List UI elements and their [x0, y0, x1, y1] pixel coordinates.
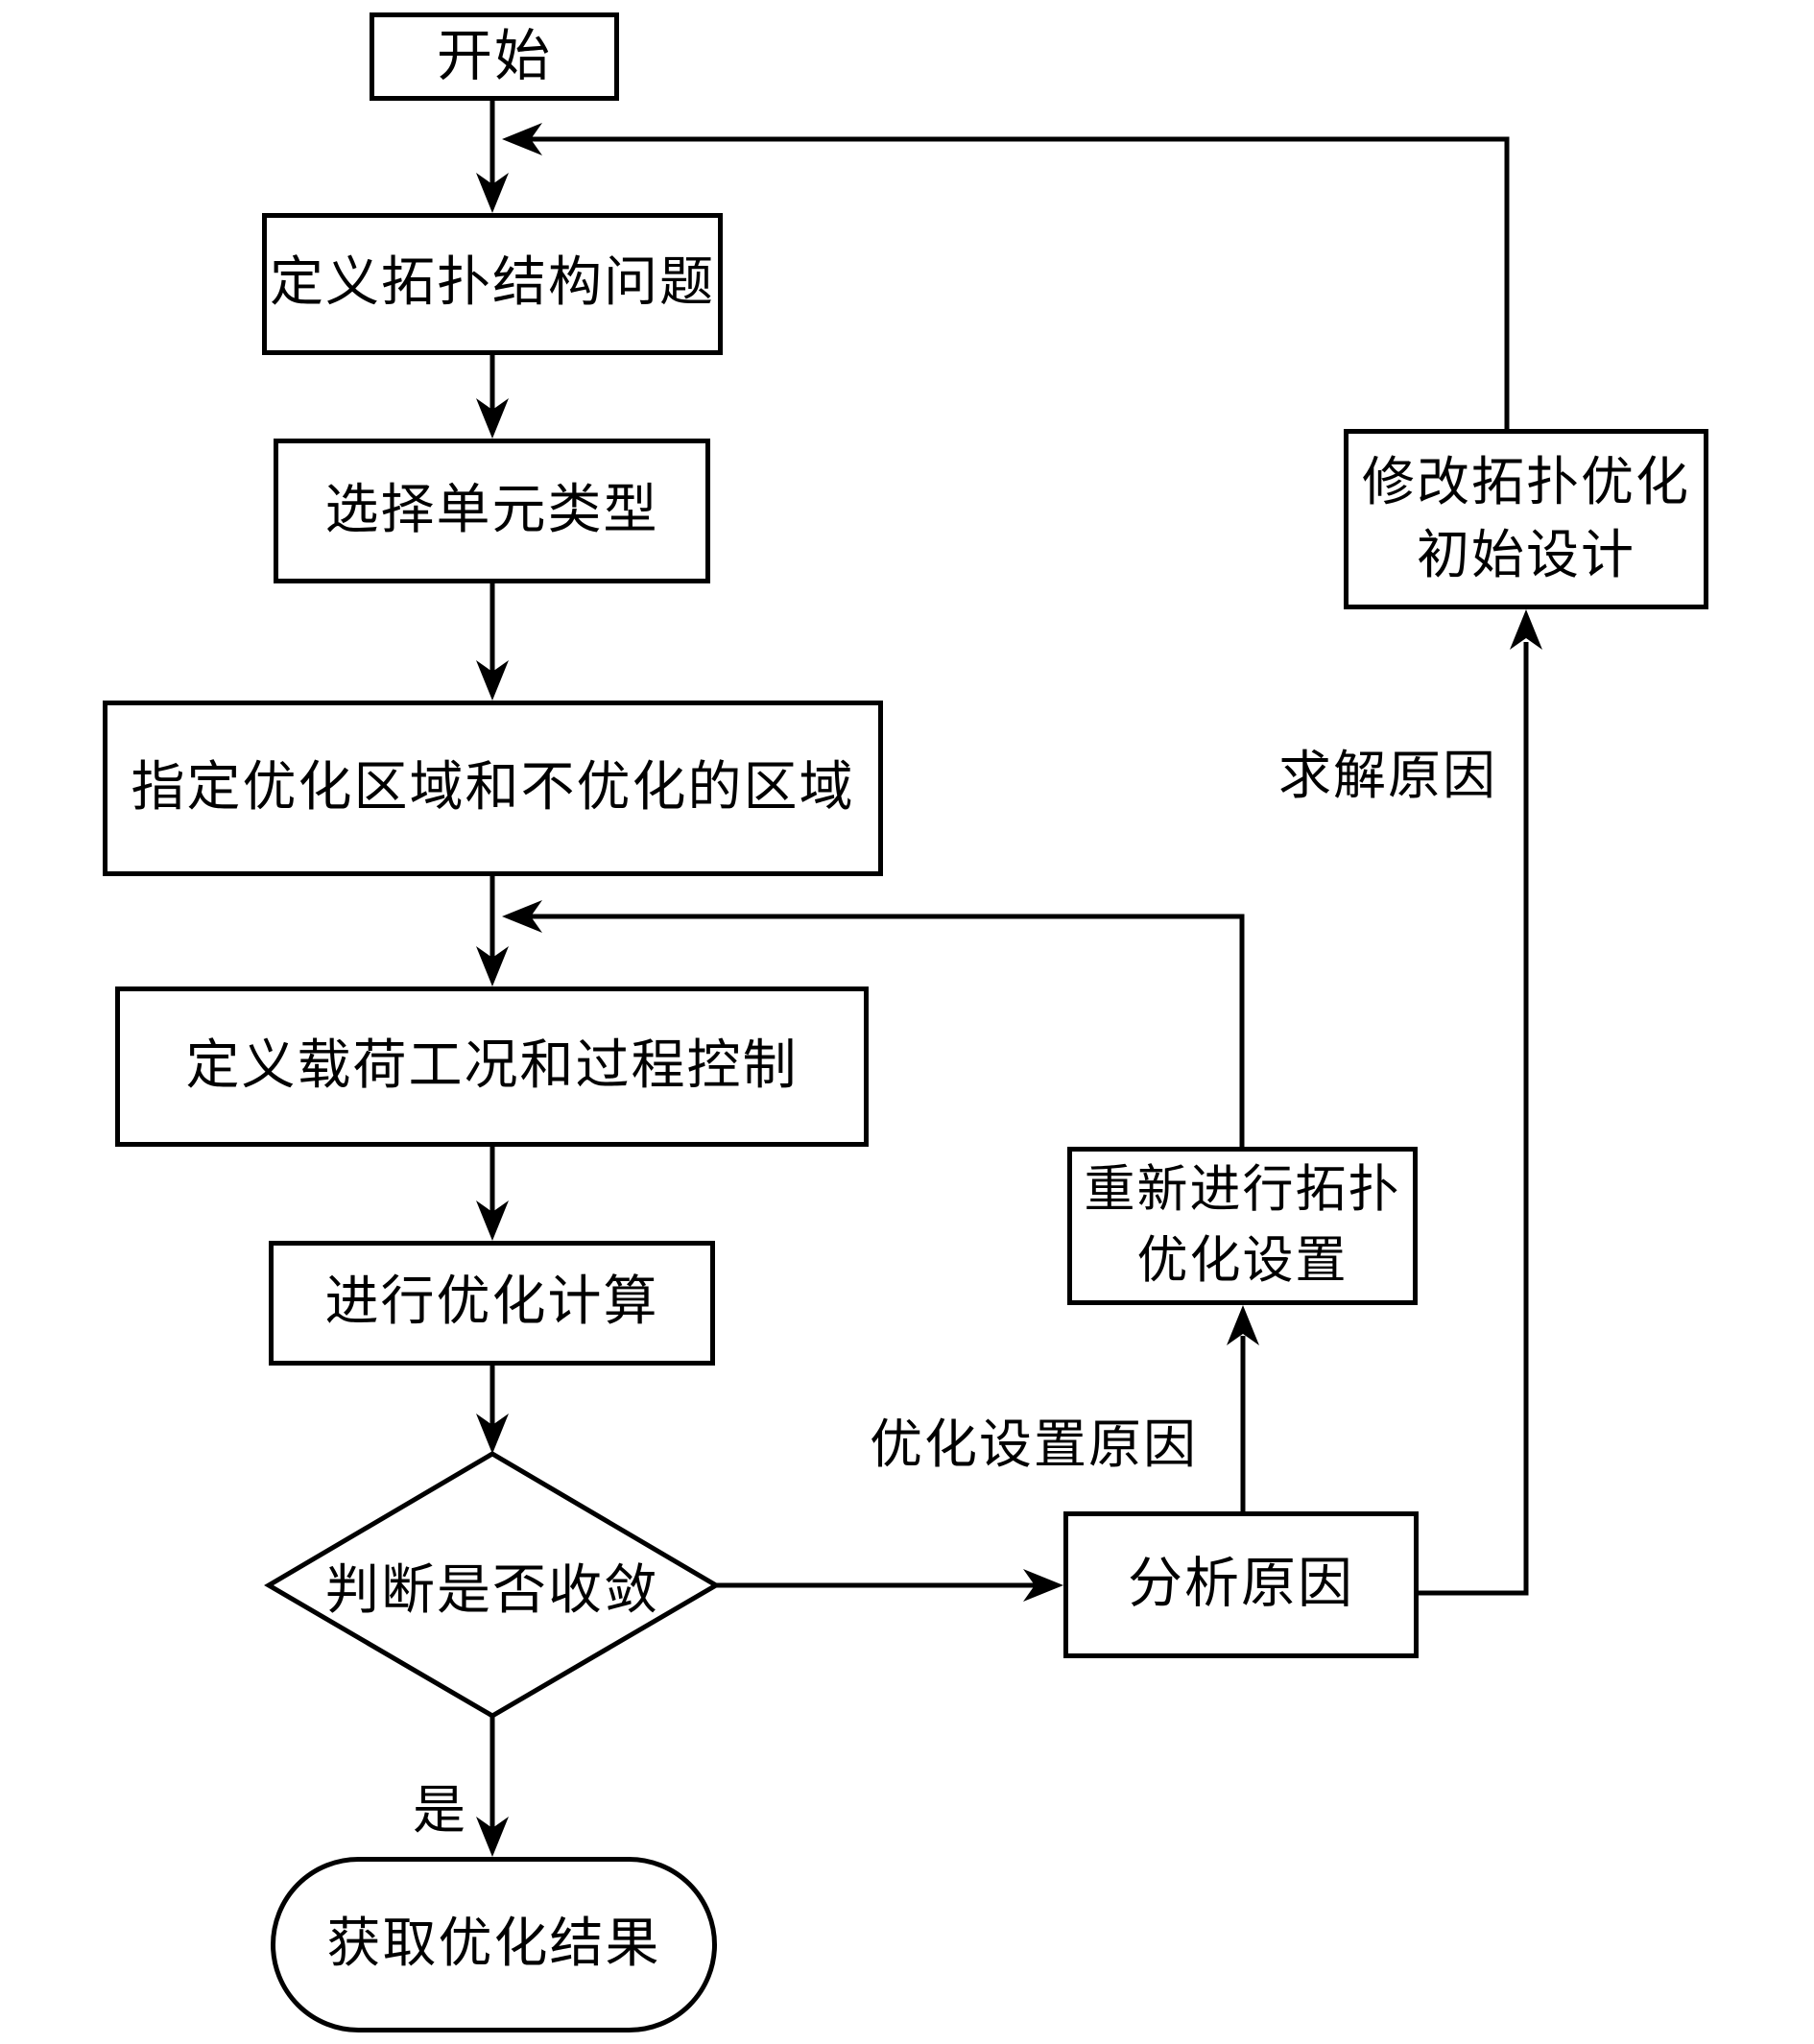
node-define-problem-label: 定义拓扑结构问题: [270, 253, 715, 314]
arrowheads: [476, 123, 1542, 1857]
decision-diamond-shape: [264, 1451, 721, 1719]
edge-analyze-modify: [1419, 642, 1529, 1596]
node-define-load-cases-label: 定义载荷工况和过程控制: [185, 1035, 799, 1096]
node-select-element-type: 选择单元类型: [274, 439, 710, 583]
node-select-element-type-label: 选择单元类型: [324, 480, 659, 540]
edge-label-yes: 是: [413, 1781, 468, 1840]
node-start-label: 开始: [436, 24, 552, 87]
node-specify-regions-label: 指定优化区域和不优化的区域: [131, 757, 855, 818]
node-convergence-check-label: 判断是否收敛: [325, 1560, 659, 1621]
node-run-optimization: 进行优化计算: [269, 1241, 715, 1366]
node-define-problem: 定义拓扑结构问题: [262, 213, 723, 355]
node-get-results-label: 获取优化结果: [326, 1913, 661, 1974]
node-analyze-cause-label: 分析原因: [1128, 1554, 1354, 1615]
node-modify-design: 修改拓扑优化 初始设计: [1344, 429, 1708, 609]
node-redo-settings: 重新进行拓扑 优化设置: [1067, 1147, 1418, 1305]
node-convergence-check: 判断是否收敛: [272, 1533, 713, 1637]
node-run-optimization-label: 进行优化计算: [324, 1272, 659, 1333]
node-modify-design-line1: 修改拓扑优化: [1361, 453, 1690, 512]
node-start: 开始: [370, 12, 619, 101]
node-redo-settings-line2: 优化设置: [1136, 1232, 1349, 1289]
node-get-results: 获取优化结果: [271, 1857, 717, 2032]
node-define-load-cases: 定义载荷工况和过程控制: [115, 986, 869, 1147]
node-specify-regions: 指定优化区域和不优化的区域: [103, 701, 883, 876]
edge-label-solver-cause: 求解原因: [1278, 747, 1498, 805]
node-analyze-cause: 分析原因: [1063, 1511, 1419, 1658]
edge-modify-feedback: [530, 136, 1510, 432]
node-modify-design-line2: 初始设计: [1416, 526, 1635, 584]
edge-redo-feedback: [530, 914, 1245, 1147]
node-redo-settings-line1: 重新进行拓扑: [1084, 1162, 1401, 1219]
edge-label-setting-cause: 优化设置原因: [870, 1415, 1199, 1474]
